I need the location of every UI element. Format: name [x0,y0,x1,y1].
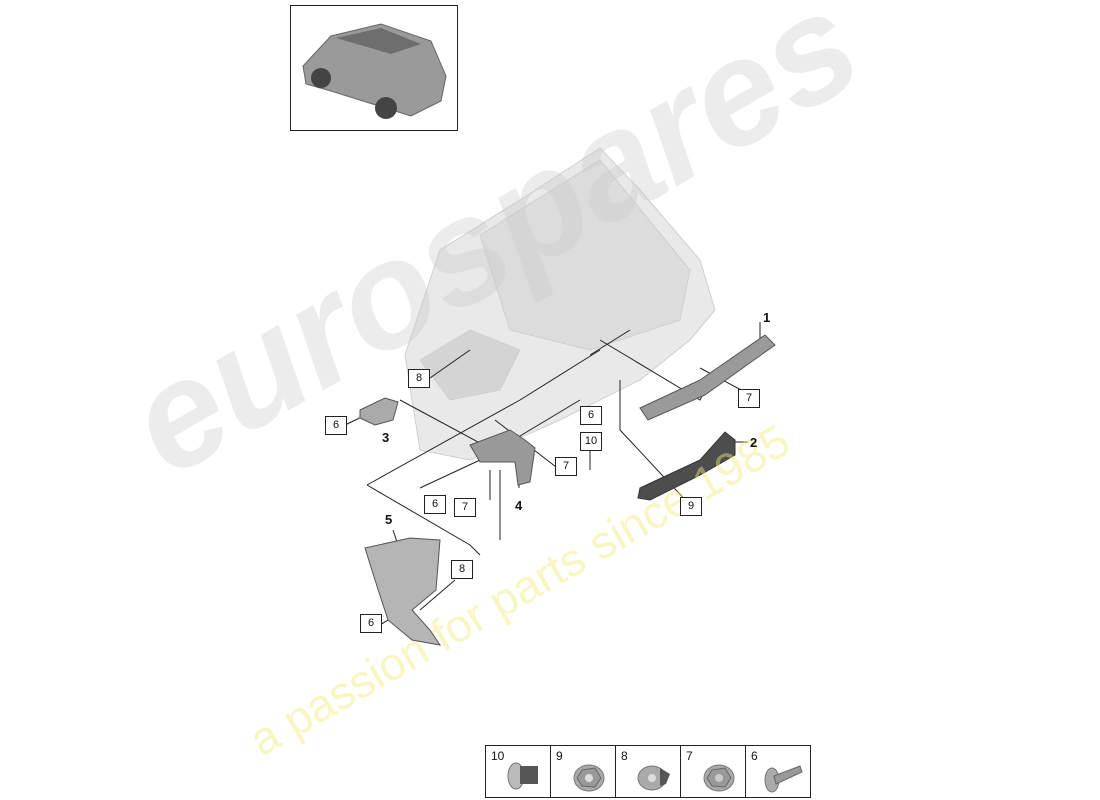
legend-item: 7 [681,746,746,797]
part-2-cover [637,431,736,501]
box-8: 8 [451,560,473,579]
box-8: 8 [408,369,430,388]
box-6: 6 [325,416,347,435]
legend-number: 7 [686,749,693,763]
car-icon [302,23,447,119]
box-10: 10 [580,432,602,451]
cone-nut-icon [637,765,670,791]
car-body-ghost [404,147,716,461]
box-9: 9 [680,497,702,516]
box-6: 6 [580,406,602,425]
flange-nut-icon [573,764,605,792]
legend-item: 6 [746,746,810,797]
part-5-bracket [364,537,442,646]
screw-icon [764,765,803,793]
part-4-bracket [469,429,536,486]
callout-5: 5 [385,512,393,527]
vehicle-thumbnail [290,5,458,131]
box-7: 7 [454,498,476,517]
callout-4: 4 [515,498,523,513]
legend-number: 9 [556,749,563,763]
box-6: 6 [424,495,446,514]
part-3-bracket [359,397,399,426]
legend-item: 10 [486,746,551,797]
legend-number: 10 [491,749,505,763]
clip-nut-icon [507,762,538,790]
hex-flange-nut-icon [703,764,735,792]
callout-1: 1 [763,310,771,325]
part-1-bracket [639,334,776,421]
box-7: 7 [555,457,577,476]
legend-number: 8 [621,749,628,763]
legend-number: 6 [751,749,758,763]
legend-item: 9 [551,746,616,797]
box-6: 6 [360,614,382,633]
legend-item: 8 [616,746,681,797]
box-7: 7 [738,389,760,408]
callout-2: 2 [750,435,758,450]
fastener-legend: 10 9 8 7 6 [485,745,811,798]
callout-3: 3 [382,430,390,445]
